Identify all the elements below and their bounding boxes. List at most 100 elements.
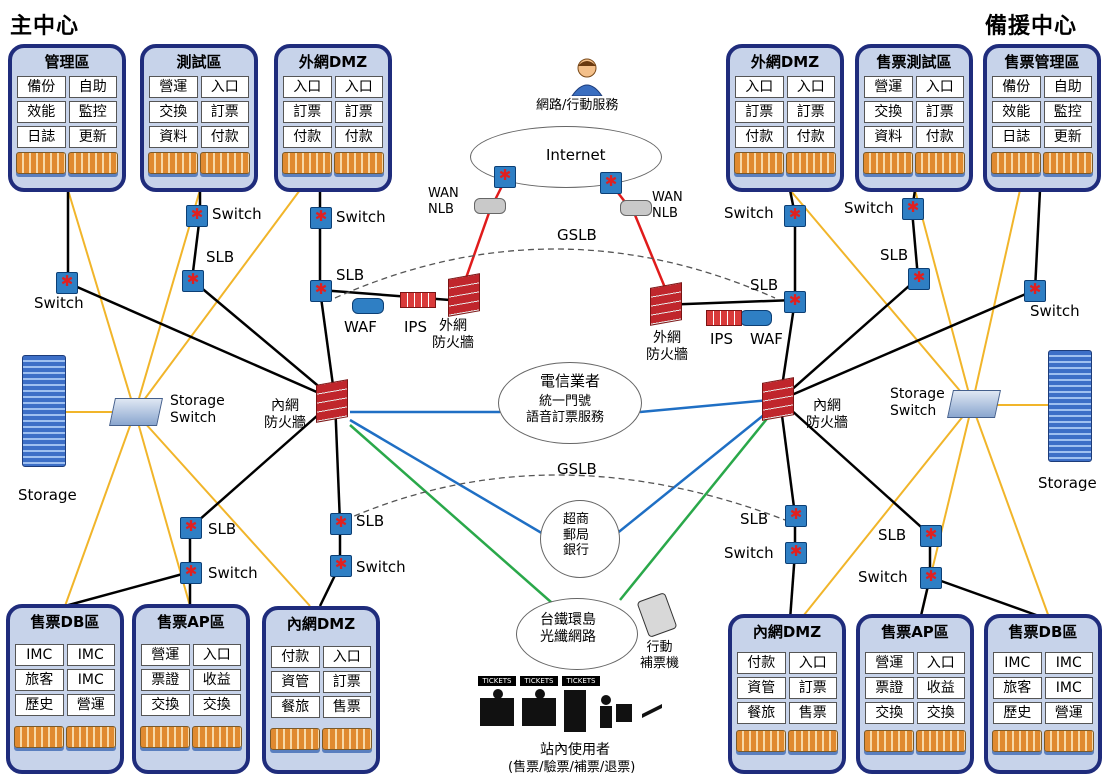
storage-icon xyxy=(22,355,66,467)
station-users-label: 站內使用者 xyxy=(540,742,610,758)
service-cell: 營運 xyxy=(141,644,190,666)
service-cell: IMC xyxy=(993,652,1042,674)
zone-services: 備份 自助 效能 監控 日誌 更新 xyxy=(992,76,1092,148)
server-rack-icon xyxy=(864,730,914,752)
zone-title: 售票AP區 xyxy=(157,613,225,631)
stores-label: 超商 郵局 銀行 xyxy=(563,512,590,559)
lan-links-right xyxy=(659,189,1051,622)
switch-label: Switch xyxy=(724,204,774,222)
ips-icon xyxy=(400,292,436,308)
server-racks xyxy=(992,730,1094,752)
zone-title: 管理區 xyxy=(44,53,90,71)
service-cell: 付款 xyxy=(786,126,835,148)
slb-icon xyxy=(920,525,942,547)
server-rack-icon xyxy=(991,152,1041,174)
service-cell: 訂票 xyxy=(334,101,383,123)
service-cell: 付款 xyxy=(200,126,249,148)
service-cell: 收益 xyxy=(192,669,241,691)
wan-nlb-label: WAN NLB xyxy=(428,186,459,217)
service-cell: 入口 xyxy=(735,76,784,98)
server-racks xyxy=(863,152,965,174)
zone-int-dmz-main: 內網DMZ 付款 入口 資管 訂票 餐旅 售票 xyxy=(262,606,380,774)
firewall-icon xyxy=(448,273,480,317)
service-cell: 付款 xyxy=(283,126,332,148)
internet-label: Internet xyxy=(546,146,606,164)
telecom-sub-label: 統一門號 語音訂票服務 xyxy=(526,394,605,425)
switch-icon xyxy=(310,207,332,229)
service-cell: 付款 xyxy=(737,652,786,674)
service-cell: 入口 xyxy=(192,644,241,666)
storage-label: Storage xyxy=(18,486,77,504)
service-cell: 資管 xyxy=(737,677,786,699)
switch-label: Switch xyxy=(844,199,894,217)
service-cell: 營運 xyxy=(149,76,198,98)
zone-services: 營運 入口 交換 訂票 資料 付款 xyxy=(864,76,964,148)
service-cell: 更新 xyxy=(68,126,117,148)
zone-title: 測試區 xyxy=(176,53,222,71)
router-icon xyxy=(494,166,516,188)
switch-icon xyxy=(56,272,78,294)
switch-icon xyxy=(180,562,202,584)
service-cell: 訂票 xyxy=(322,671,371,693)
server-rack-icon xyxy=(140,726,190,748)
zone-db-backup: 售票DB區 IMC IMC 旅客 IMC 歷史 營運 xyxy=(984,614,1102,774)
zone-ext-dmz-backup: 外網DMZ 入口 入口 訂票 訂票 付款 付款 xyxy=(726,44,844,192)
int-firewall-label: 內網 防火牆 xyxy=(264,398,306,431)
server-rack-icon xyxy=(863,152,913,174)
waf-icon xyxy=(352,298,384,314)
storage-switch-icon xyxy=(947,390,1001,418)
slb-label: SLB xyxy=(336,266,365,284)
service-cell: 交換 xyxy=(865,702,914,724)
server-rack-icon xyxy=(1043,152,1093,174)
zone-title: 售票AP區 xyxy=(881,623,949,641)
zone-title: 售票管理區 xyxy=(1004,53,1080,71)
wan-links xyxy=(349,398,771,537)
zone-ap-main: 售票AP區 營運 入口 票證 收益 交換 交換 xyxy=(132,604,250,774)
slb-label: SLB xyxy=(356,512,385,530)
server-rack-icon xyxy=(786,152,836,174)
service-cell: 入口 xyxy=(200,76,249,98)
waf-icon xyxy=(740,310,772,326)
server-rack-icon xyxy=(736,730,786,752)
zone-ext-dmz-main: 外網DMZ 入口 入口 訂票 訂票 付款 付款 xyxy=(274,44,392,192)
service-cell: IMC xyxy=(66,644,115,666)
slb-label: SLB xyxy=(208,520,237,538)
service-cell: 票證 xyxy=(865,677,914,699)
service-cell: 交換 xyxy=(864,101,913,123)
service-cell: 歷史 xyxy=(993,702,1042,724)
switch-icon xyxy=(1024,280,1046,302)
ext-firewall-label: 外網 防火牆 xyxy=(646,330,688,363)
service-cell: 入口 xyxy=(788,652,837,674)
switch-icon xyxy=(784,205,806,227)
zone-title: 外網DMZ xyxy=(750,53,820,71)
service-cell: 自助 xyxy=(1043,76,1092,98)
zone-test-main: 測試區 營運 入口 交換 訂票 資料 付款 xyxy=(140,44,258,192)
zone-services: 營運 入口 票證 收益 交換 交換 xyxy=(141,644,241,716)
server-rack-icon xyxy=(66,726,116,748)
server-rack-icon xyxy=(916,730,966,752)
service-cell: 付款 xyxy=(735,126,784,148)
ticket-sign: TICKETS xyxy=(478,676,516,686)
slb-label: SLB xyxy=(750,276,779,294)
switch-icon xyxy=(330,555,352,577)
zone-services: IMC IMC 旅客 IMC 歷史 營運 xyxy=(993,652,1093,724)
ips-label: IPS xyxy=(710,330,733,348)
mobile-kiosk-label: 行動 補票機 xyxy=(640,640,680,671)
service-cell: IMC xyxy=(15,644,64,666)
service-cell: 訂票 xyxy=(735,101,784,123)
service-cell: 訂票 xyxy=(786,101,835,123)
zone-title: 內網DMZ xyxy=(752,623,822,641)
waf-label: WAF xyxy=(750,330,783,348)
firewall-icon xyxy=(762,377,794,421)
storage-icon xyxy=(1048,350,1092,462)
ext-firewall-label: 外網 防火牆 xyxy=(432,318,474,351)
service-cell: 入口 xyxy=(786,76,835,98)
service-cell: 收益 xyxy=(916,677,965,699)
server-rack-icon xyxy=(192,726,242,748)
server-racks xyxy=(270,728,372,750)
server-racks xyxy=(864,730,966,752)
zone-title: 售票測試區 xyxy=(876,53,952,71)
service-cell: 監控 xyxy=(1043,101,1092,123)
router-icon xyxy=(600,172,622,194)
